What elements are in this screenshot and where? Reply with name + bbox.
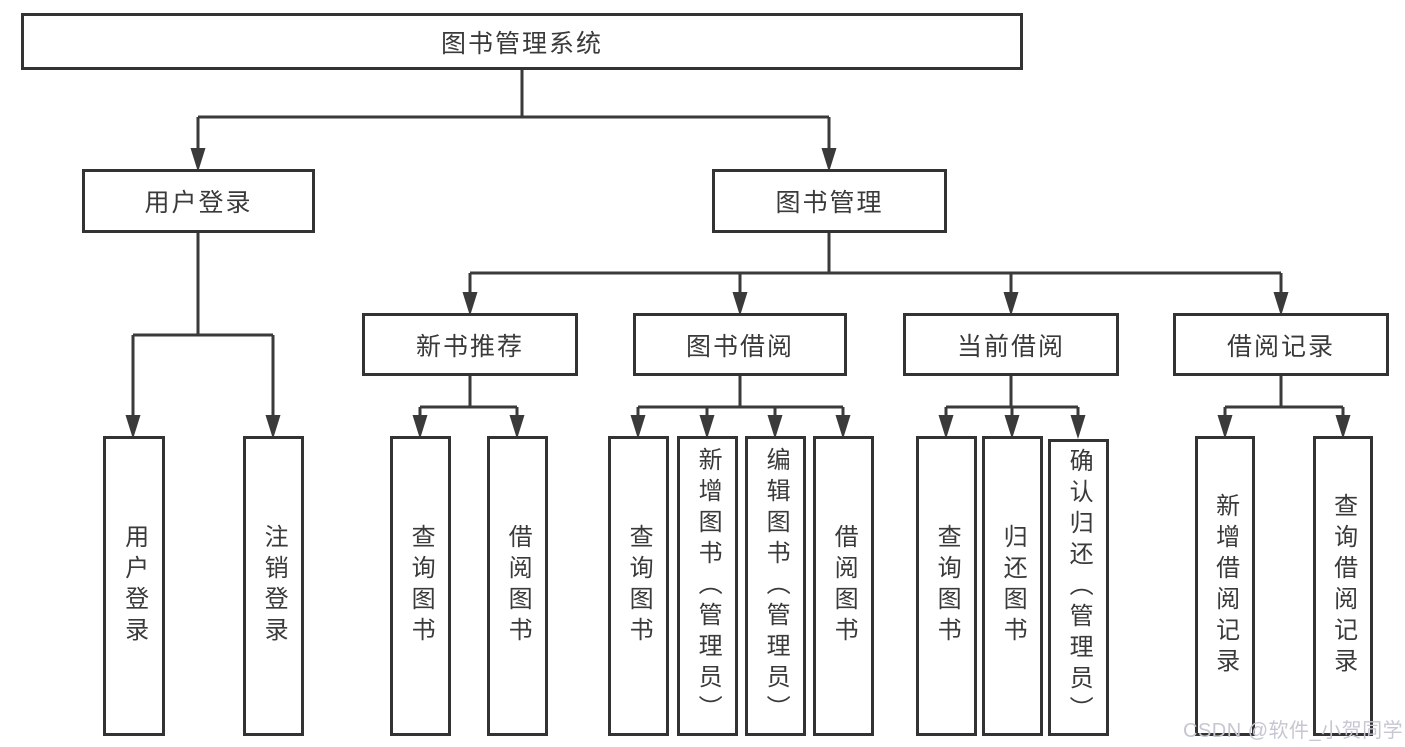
leaf-current-query-book-label: 查询图书 [933,524,961,648]
leaf-logout-label: 注销登录 [260,524,288,648]
leaf-borrow-query-book: 查询图书 [608,436,669,736]
node-book-management: 图书管理 [712,169,947,233]
node-borrow-record-label: 借阅记录 [1226,332,1335,361]
node-system-root: 图书管理系统 [21,13,1023,70]
node-book-management-label: 图书管理 [775,189,884,217]
node-new-book-recommend: 新书推荐 [362,313,578,376]
node-book-borrow-label: 图书借阅 [685,332,794,361]
leaf-user-login: 用户登录 [103,436,165,736]
leaf-recommend-query-book: 查询图书 [390,436,451,736]
leaf-logout: 注销登录 [243,436,304,736]
node-new-book-recommend-label: 新书推荐 [415,332,524,361]
leaf-recommend-query-book-label: 查询图书 [407,524,435,648]
csdn-watermark: CSDN @软件_小贺同学 [1183,720,1404,742]
leaf-query-borrow-record-label: 查询借阅记录 [1329,493,1357,679]
leaf-return-book-label: 归还图书 [999,524,1027,648]
leaf-edit-book-admin: 编辑图书（管理员） [745,436,806,736]
node-system-root-label: 图书管理系统 [440,29,603,58]
leaf-borrow-query-book-label: 查询图书 [625,524,653,648]
node-borrow-record: 借阅记录 [1173,313,1389,376]
leaf-add-borrow-record-label: 新增借阅记录 [1211,493,1239,679]
node-user-login-label: 用户登录 [144,189,253,217]
leaf-return-book: 归还图书 [982,436,1043,736]
node-book-borrow: 图书借阅 [633,313,847,376]
leaf-add-book-admin-label: 新增图书（管理员） [694,446,722,726]
leaf-user-login-label: 用户登录 [120,524,148,648]
leaf-query-borrow-record: 查询借阅记录 [1313,436,1373,736]
leaf-recommend-borrow-book-label: 借阅图书 [504,524,532,648]
node-current-borrow-label: 当前借阅 [956,332,1065,361]
leaf-add-borrow-record: 新增借阅记录 [1195,436,1255,736]
leaf-borrow-book-label: 借阅图书 [830,524,858,648]
arrowheads [125,148,1351,439]
leaf-recommend-borrow-book: 借阅图书 [487,436,548,736]
leaf-add-book-admin: 新增图书（管理员） [677,436,738,736]
leaf-current-query-book: 查询图书 [916,436,977,736]
leaf-confirm-return-admin-label: 确认归还（管理员） [1065,448,1093,727]
leaf-borrow-book: 借阅图书 [813,436,874,736]
leaf-edit-book-admin-label: 编辑图书（管理员） [762,446,790,726]
leaf-confirm-return-admin: 确认归还（管理员） [1048,439,1109,736]
node-user-login: 用户登录 [82,169,315,233]
node-current-borrow: 当前借阅 [903,313,1119,376]
